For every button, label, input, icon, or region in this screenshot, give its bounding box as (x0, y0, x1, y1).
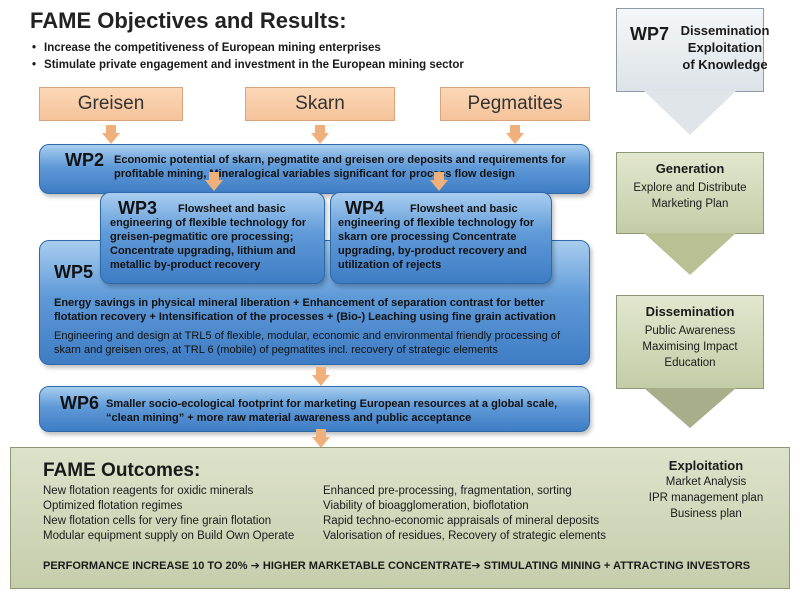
outcomes-title: FAME Outcomes: (43, 460, 201, 481)
wp6-label: WP6 (60, 393, 100, 413)
down-arrow-icon (311, 125, 329, 144)
down-arrow-icon (506, 125, 524, 144)
down-arrow-icon (102, 125, 120, 144)
dissemination-line: Education (664, 357, 716, 369)
exploitation-heading: Exploitation (668, 458, 744, 473)
outcome-item: New flotation reagents for oxidic minera… (43, 485, 254, 497)
outcomes-footer: PERFORMANCE INCREASE 10 TO 20% ➔ HIGHER … (43, 560, 751, 572)
dissemination-heading: Dissemination (645, 304, 735, 319)
wp2-label: WP2 (65, 150, 105, 170)
wp5-main-text: Energy savings in physical mineral liber… (54, 297, 556, 323)
down-arrow-icon (430, 172, 448, 191)
down-arrow-icon (205, 172, 223, 191)
down-arrow-icon (312, 429, 330, 448)
ore-box-pegmatites: Pegmatites (440, 87, 590, 121)
wp2-text: Economic potential of skarn, pegmatite a… (114, 154, 566, 180)
down-arrow-icon (312, 367, 330, 386)
generation-heading: Generation (655, 161, 725, 176)
dissemination-line: Maximising Impact (642, 341, 738, 353)
wp7-label: WP7 (630, 24, 670, 44)
wp3-text-line1: Flowsheet and basic (178, 203, 286, 215)
outcomes-panel: FAME Outcomes: New flotation reagents fo… (10, 447, 790, 589)
generation-line: Explore and Distribute (633, 182, 747, 194)
objective-item: Increase the competitiveness of European… (32, 40, 464, 57)
dissemination-line: Public Awareness (644, 325, 736, 337)
ore-box-greisen: Greisen (39, 87, 183, 121)
wp4-label: WP4 (345, 198, 385, 218)
wp7-line: Dissemination (680, 23, 770, 38)
wp6-box (39, 386, 590, 432)
outcome-item: Viability of bioagglomeration, bioflotat… (323, 500, 529, 512)
wp4-box (330, 192, 552, 284)
chevron-down-icon (644, 91, 736, 135)
exploitation-line: Market Analysis (665, 476, 747, 488)
outcome-item: Rapid techno-economic appraisals of mine… (323, 515, 600, 527)
outcome-item: Optimized flotation regimes (43, 500, 183, 512)
outcome-item: Enhanced pre-processing, fragmentation, … (323, 485, 572, 497)
generation-panel: Generation Explore and Distribute Market… (616, 152, 764, 234)
wp4-text-line1: Flowsheet and basic (410, 203, 518, 215)
outcome-item: Modular equipment supply on Build Own Op… (43, 530, 295, 542)
wp5-detail-text: Engineering and design at TRL5 of flexib… (54, 330, 561, 356)
wp3-box (100, 192, 325, 284)
objective-item: Stimulate private engagement and investm… (32, 57, 464, 74)
exploitation-line: Business plan (670, 508, 742, 520)
outcome-item: New flotation cells for very fine grain … (43, 515, 272, 527)
wp3-text: engineering of flexible technology for g… (110, 217, 307, 271)
wp7-line: of Knowledge (682, 57, 768, 72)
wp2-box (39, 144, 590, 194)
ore-box-skarn: Skarn (245, 87, 395, 121)
wp7-box (616, 8, 764, 92)
exploitation-line: IPR management plan (648, 492, 764, 504)
outcome-item: Valorisation of residues, Recovery of st… (323, 530, 606, 542)
wp3-label: WP3 (118, 198, 158, 218)
generation-line: Marketing Plan (651, 198, 729, 210)
objectives-list: Increase the competitiveness of European… (32, 40, 464, 74)
chevron-down-icon (644, 388, 736, 428)
chevron-down-icon (644, 233, 736, 275)
wp5-label: WP5 (54, 262, 94, 282)
wp7-line: Exploitation (687, 40, 763, 55)
wp7-title: Dissemination Exploitation of Knowledge (680, 22, 770, 73)
dissemination-panel: Dissemination Public Awareness Maximisin… (616, 295, 764, 389)
page-title: FAME Objectives and Results: (30, 8, 347, 33)
wp4-text: engineering of flexible technology for s… (338, 217, 535, 271)
wp6-text: Smaller socio-ecological footprint for m… (106, 398, 558, 424)
exploitation-block: Exploitation Market Analysis IPR managem… (641, 458, 771, 522)
